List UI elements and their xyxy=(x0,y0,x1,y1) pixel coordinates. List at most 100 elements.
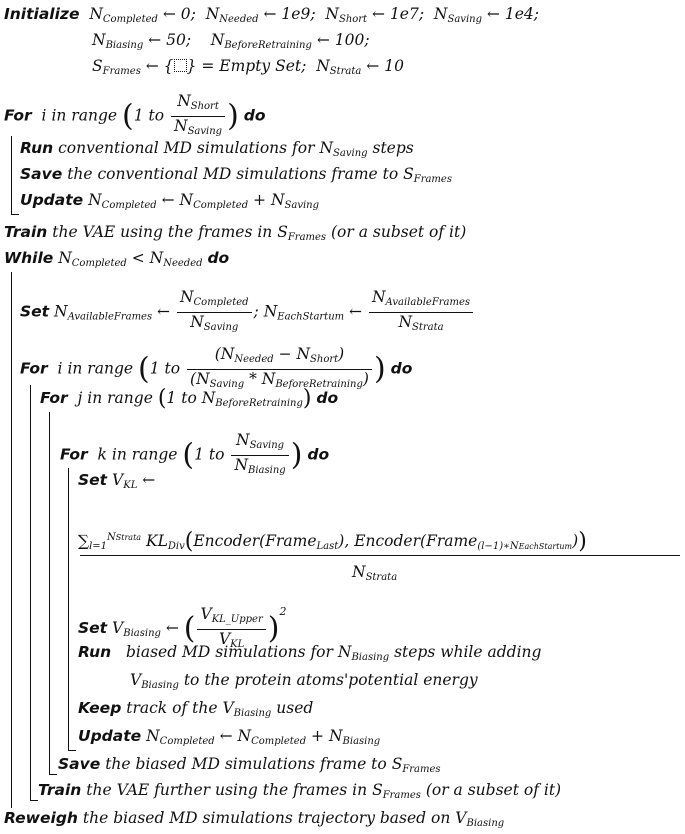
run-line-2: Run biased MD simulations for NBiasing s… xyxy=(78,642,541,668)
var: N xyxy=(92,31,106,49)
var: N xyxy=(319,139,334,157)
keyword-initialize: Initialize xyxy=(4,5,80,23)
value: 1e4; xyxy=(504,5,539,23)
while-line: While NCompleted < NNeeded do xyxy=(4,249,230,269)
text: in range xyxy=(87,389,153,407)
paren-close: ) xyxy=(578,529,587,554)
text: Frame xyxy=(265,532,317,550)
var: N xyxy=(179,191,194,209)
var: N xyxy=(149,249,164,267)
text: conventional MD simulations for xyxy=(58,139,315,157)
keyword-for: For xyxy=(60,445,88,464)
sub: Biasing xyxy=(233,708,272,719)
text: KL xyxy=(146,532,168,550)
text: 1 to xyxy=(149,359,181,378)
var: N xyxy=(234,456,248,474)
keyword-for: For xyxy=(4,106,32,125)
save-line-2: Save the biased MD simulations frame to … xyxy=(58,754,441,780)
sub: BeforeRetraining xyxy=(224,40,312,51)
value: 1e7; xyxy=(389,5,425,23)
sub: Frames xyxy=(102,66,141,77)
text: the VAE further using the frames in xyxy=(86,781,368,799)
keyword-set: Set xyxy=(78,619,108,637)
for-j-line: For j in range (1 to NBeforeRetraining) … xyxy=(40,386,339,411)
text: track of the xyxy=(126,699,218,717)
update-line-1: Update NCompleted ← NCompleted + NSaving xyxy=(20,191,320,211)
var: V xyxy=(455,809,467,827)
var: S xyxy=(277,223,288,241)
var: N xyxy=(220,345,235,363)
var: N xyxy=(179,288,194,306)
var: V xyxy=(112,619,124,637)
empty-set-text: = Empty Set; xyxy=(201,57,307,75)
value: 1e9; xyxy=(281,5,316,23)
sub: Strata xyxy=(365,572,398,583)
var: N xyxy=(88,191,102,209)
sub: Saving xyxy=(209,379,245,390)
keyword-train: Train xyxy=(4,223,48,241)
set-vkl-line: Set VKL ← xyxy=(78,471,156,491)
sub: Frames xyxy=(287,232,327,243)
var: N xyxy=(107,532,116,543)
sub: Last xyxy=(316,541,339,552)
paren-open: ( xyxy=(184,529,194,554)
text: the biased MD simulations trajectory bas… xyxy=(82,809,451,827)
var: V xyxy=(200,604,212,623)
text: used xyxy=(276,699,314,717)
sub: Strata xyxy=(115,533,142,542)
keyword-keep: Keep xyxy=(78,699,122,717)
var: N xyxy=(398,313,412,331)
var: V xyxy=(218,629,231,648)
keyword-set: Set xyxy=(78,471,108,489)
init-line-1: Initialize NCompleted ← 0; NNeeded ← 1e9… xyxy=(4,5,539,25)
in-range-text: in range xyxy=(51,106,118,125)
sub: Biasing xyxy=(141,680,179,691)
keyword-set: Set xyxy=(20,302,50,321)
var: N xyxy=(328,727,343,745)
text: to the protein atoms'potential energy xyxy=(183,671,478,689)
sub: AvailableFrames xyxy=(385,297,471,308)
sub: Short xyxy=(338,14,368,25)
paren-close: ) xyxy=(373,351,386,387)
text: in range xyxy=(111,445,178,464)
var: N xyxy=(352,563,366,581)
paren-open: ( xyxy=(121,98,134,134)
var: N xyxy=(325,5,339,23)
sub: Biasing xyxy=(123,628,161,639)
value: 50; xyxy=(166,31,192,49)
sub: Biasing xyxy=(466,818,505,829)
var: N xyxy=(261,370,276,388)
for-i-line-2: For i in range (1 to (NNeeded − NShort)(… xyxy=(20,345,412,394)
sub: Saving xyxy=(187,126,223,137)
sub: Needed xyxy=(234,354,274,365)
run-line-1: Run conventional MD simulations for NSav… xyxy=(20,138,414,164)
var: N xyxy=(296,345,311,363)
keyword-do: do xyxy=(243,106,266,125)
sub: BeforeRetraining xyxy=(275,379,363,390)
var: V xyxy=(130,671,142,689)
sub: Completed xyxy=(101,200,157,211)
sub: Saving xyxy=(203,322,239,333)
keyword-update: Update xyxy=(20,191,84,209)
var: N xyxy=(190,313,204,331)
var: N xyxy=(371,288,386,306)
sub: BeforeRetraining xyxy=(215,398,303,409)
var: N xyxy=(237,727,252,745)
kl-sum-numerator: ∑l=1NStrata KLDiv(Encoder(FrameLast), En… xyxy=(78,529,587,554)
for-k-bar xyxy=(68,468,69,750)
var: N xyxy=(89,5,103,23)
sub: Completed xyxy=(193,297,249,308)
paren-open: ( xyxy=(183,611,196,646)
sub: Strata xyxy=(412,322,444,333)
sub: Div xyxy=(167,541,185,552)
var: N xyxy=(337,643,352,661)
block-bar xyxy=(11,136,12,214)
sub: Biasing xyxy=(248,465,286,476)
sub: Frames xyxy=(413,174,452,185)
